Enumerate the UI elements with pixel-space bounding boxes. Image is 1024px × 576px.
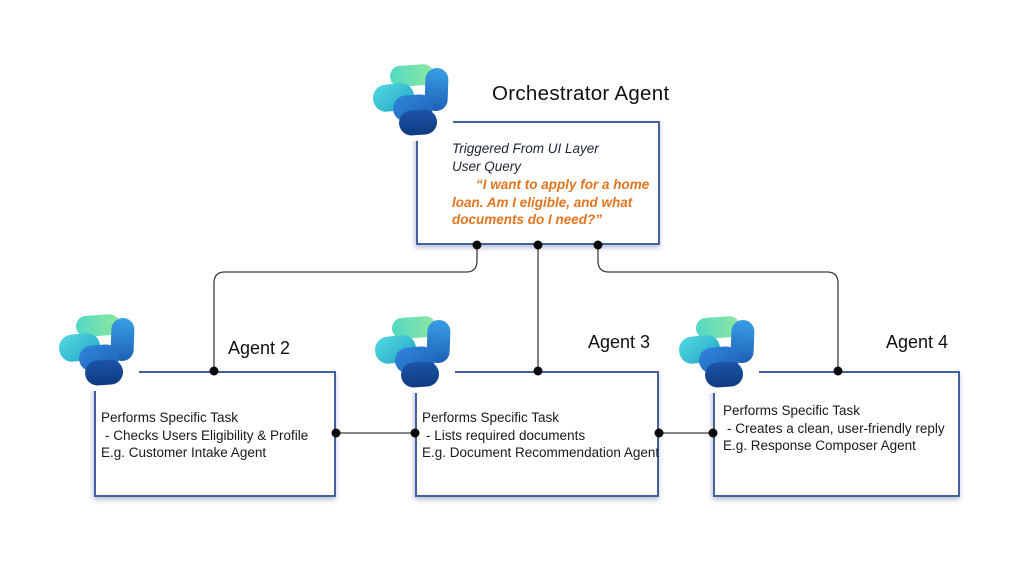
agent-3-box — [415, 371, 659, 497]
agent-4-text-line: Performs Specific Task — [723, 403, 861, 418]
orchestrator-note-line: Triggered From UI Layer — [452, 141, 599, 156]
agent-2-text-line: Performs Specific Task — [101, 410, 239, 425]
agent-3-text-line: E.g. Document Recommendation Agent — [422, 445, 660, 460]
agent-2-text-line: - Checks Users Eligibility & Profile — [105, 427, 309, 443]
agent-4-text: Performs Specific Task - Creates a clean… — [723, 402, 959, 455]
orchestrator-box — [416, 121, 660, 245]
agent-2-text-line: E.g. Customer Intake Agent — [101, 445, 267, 460]
user-query-quote: “I want to apply for a home loan. Am I e… — [452, 177, 650, 227]
agent-3-text: Performs Specific Task - Lists required … — [422, 409, 660, 462]
orchestrator-title: Orchestrator Agent — [492, 82, 670, 105]
agent-4-text-line: - Creates a clean, user-friendly reply — [727, 420, 945, 436]
agent-3-title: Agent 3 — [588, 332, 651, 352]
copilot-icon — [55, 307, 139, 391]
agent-4-text-line: E.g. Response Composer Agent — [723, 438, 916, 453]
copilot-icon — [675, 309, 759, 393]
agent-2-box — [94, 371, 336, 497]
copilot-icon — [371, 309, 455, 393]
agent-4-title: Agent 4 — [886, 332, 949, 352]
agent-2-text: Performs Specific Task - Checks Users El… — [101, 409, 333, 462]
agent-3-text-line: Performs Specific Task — [422, 410, 560, 425]
orchestrator-note-line: User Query — [452, 158, 522, 174]
orchestrator-note: Triggered From UI Layer User Query “I wa… — [452, 140, 664, 229]
agent-3-text-line: - Lists required documents — [426, 427, 586, 443]
copilot-icon — [369, 57, 453, 141]
agent-2-title: Agent 2 — [228, 338, 291, 358]
